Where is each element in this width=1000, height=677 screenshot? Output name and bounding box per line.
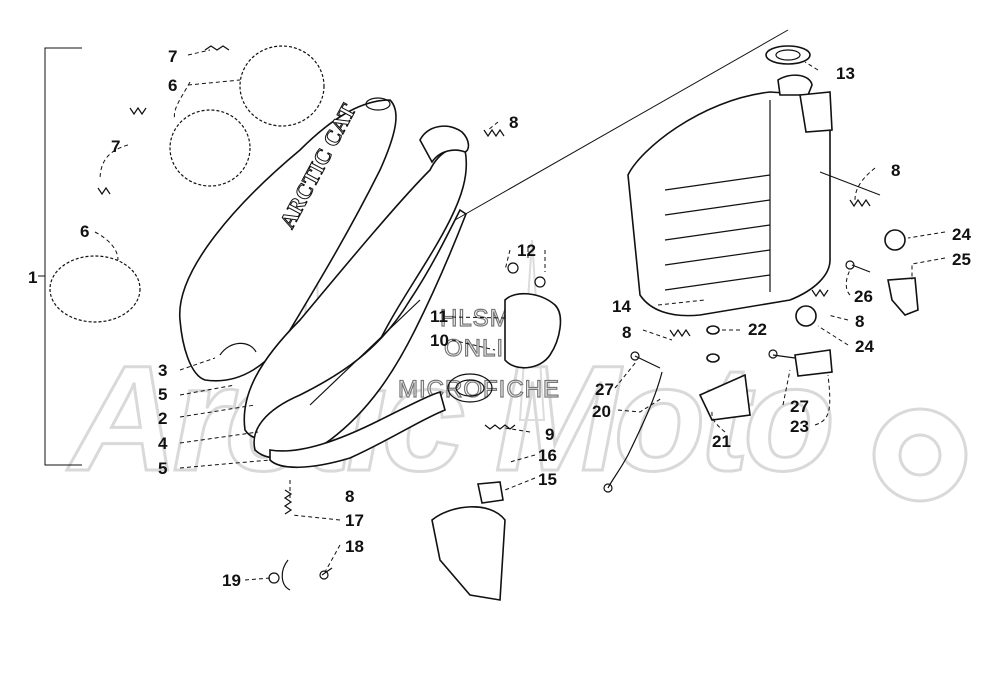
rubber-mount xyxy=(795,305,817,327)
expansion-chamber xyxy=(243,125,470,440)
callout-19: 19 xyxy=(222,571,241,590)
callout-1: 1 xyxy=(28,268,37,287)
callout-27: 27 xyxy=(790,397,809,416)
callout-8: 8 xyxy=(891,161,900,180)
spring-clamp-ring-mid xyxy=(169,109,251,187)
callout-27: 27 xyxy=(595,380,614,399)
callout-8: 8 xyxy=(855,312,864,331)
watermark-line3: MICROFICHE xyxy=(398,376,560,403)
callout-17: 17 xyxy=(345,511,364,530)
callout-2: 2 xyxy=(158,409,167,428)
callout-4: 4 xyxy=(158,434,168,453)
callout-25: 25 xyxy=(952,250,971,269)
spring-clamp-ring-lower xyxy=(49,255,141,323)
callout-5: 5 xyxy=(158,385,167,404)
callout-7: 7 xyxy=(168,47,177,66)
grommet xyxy=(765,45,811,65)
hook-bracket xyxy=(281,559,291,591)
washer xyxy=(706,325,720,335)
callout-labels: 1 2 3 4 5 5 6 6 7 7 8 8 8 8 8 9 10 11 12… xyxy=(28,47,971,590)
callout-21: 21 xyxy=(712,432,731,451)
leader-lines xyxy=(94,49,946,581)
assembly-bracket xyxy=(44,47,82,466)
callout-8: 8 xyxy=(622,323,631,342)
callout-22: 22 xyxy=(748,320,767,339)
callout-14: 14 xyxy=(612,297,631,316)
callout-18: 18 xyxy=(345,537,364,556)
callout-13: 13 xyxy=(836,64,855,83)
ground-strap xyxy=(607,371,663,489)
callout-23: 23 xyxy=(790,417,809,436)
rubber-pad xyxy=(477,481,504,504)
callout-9: 9 xyxy=(545,425,554,444)
nut xyxy=(268,572,280,584)
callout-12: 12 xyxy=(517,241,536,260)
callout-8: 8 xyxy=(345,487,354,506)
callout-7: 7 xyxy=(111,137,120,156)
watermark-wheel xyxy=(872,407,968,503)
callout-3: 3 xyxy=(158,361,167,380)
callout-8: 8 xyxy=(509,113,518,132)
callout-16: 16 xyxy=(538,446,557,465)
callout-5: 5 xyxy=(158,459,167,478)
heat-shield xyxy=(253,208,467,469)
rubber-mount xyxy=(884,229,906,251)
callout-24: 24 xyxy=(855,337,874,356)
washer xyxy=(706,353,720,363)
support-bracket xyxy=(698,373,751,421)
callout-15: 15 xyxy=(538,470,557,489)
callout-24: 24 xyxy=(952,225,971,244)
mounting-plate xyxy=(431,506,506,601)
spring-icon xyxy=(97,45,871,515)
spring-clamp-ring-top xyxy=(239,45,325,127)
callout-26: 26 xyxy=(854,287,873,306)
silencer-box xyxy=(627,74,833,317)
exhaust-flange xyxy=(447,262,562,403)
callout-20: 20 xyxy=(592,402,611,421)
bolt-head xyxy=(630,351,640,361)
callout-6: 6 xyxy=(80,222,89,241)
callout-10: 10 xyxy=(430,331,449,350)
callout-6: 6 xyxy=(168,76,177,95)
cap-screw xyxy=(321,567,333,576)
mount-bracket xyxy=(887,277,919,316)
mount-bracket xyxy=(794,349,833,377)
callout-11: 11 xyxy=(430,307,448,326)
